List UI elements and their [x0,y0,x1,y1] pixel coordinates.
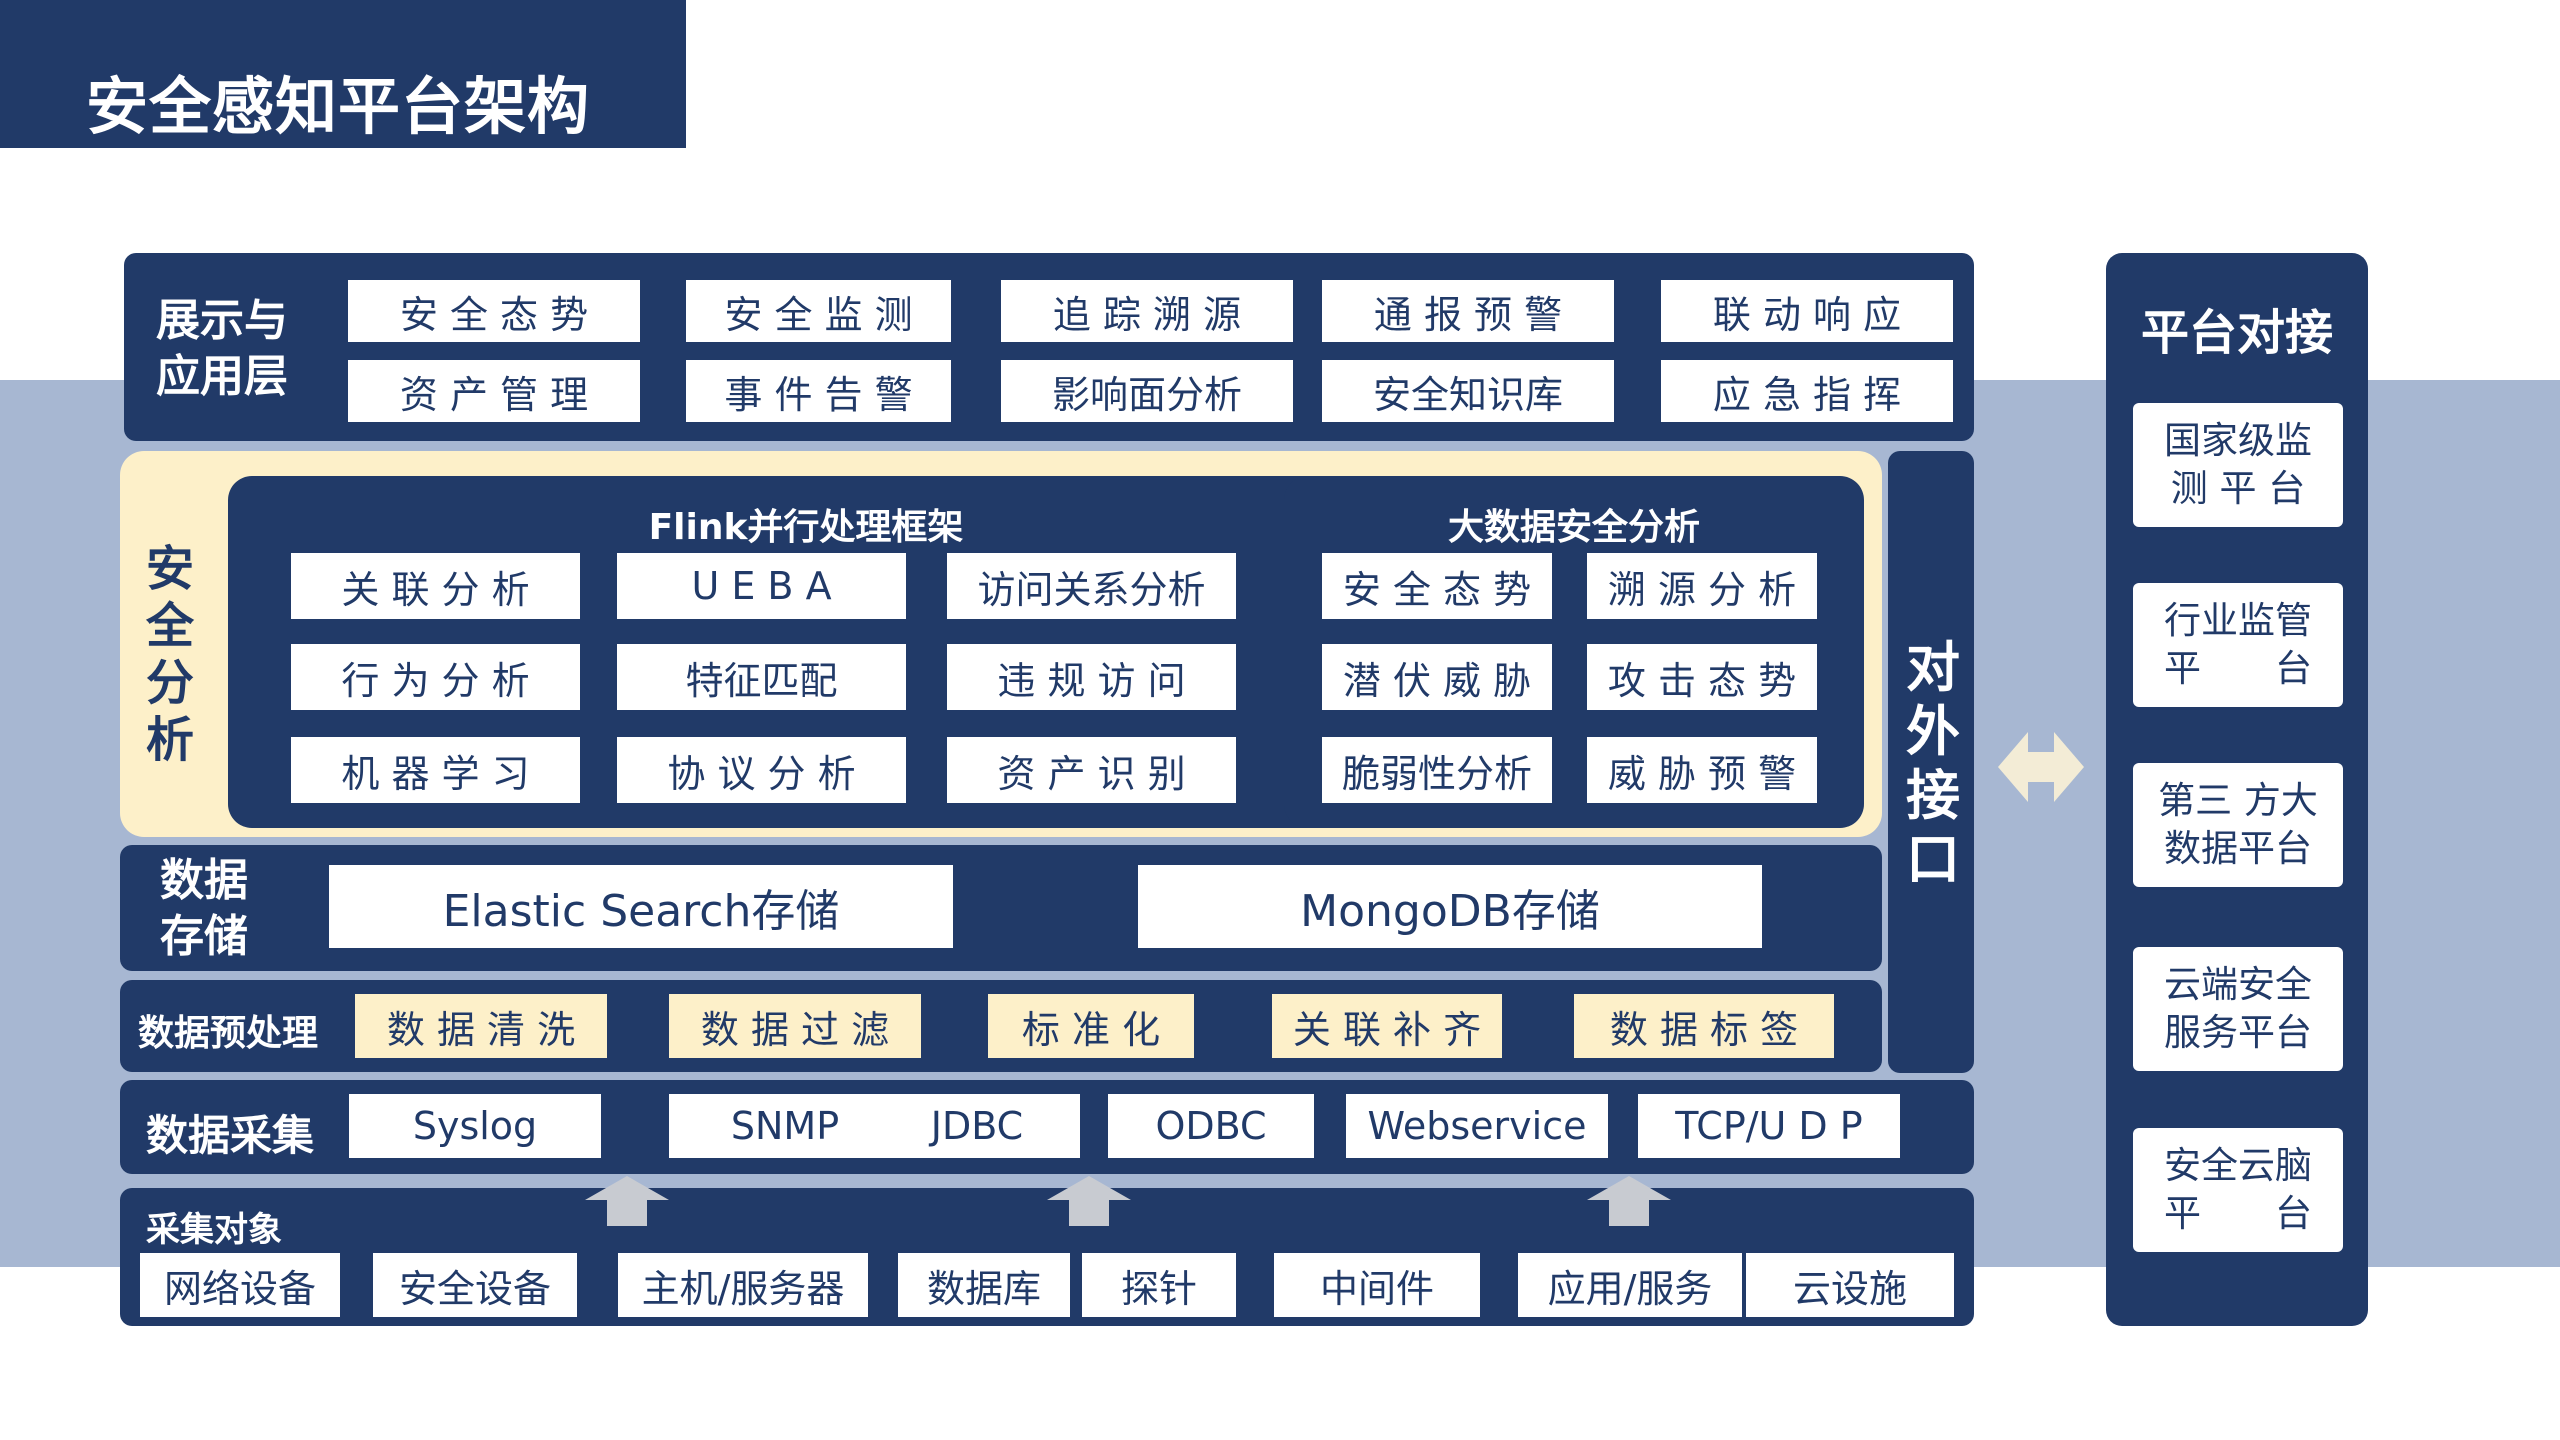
collection-item: ODBC [1108,1094,1314,1158]
bigdata-item: 安 全 态 势 [1322,553,1552,619]
display-layer-label: 展示与应用层 [156,295,288,402]
display-item: 安全知识库 [1322,360,1614,422]
flink-item: 特征匹配 [617,644,906,710]
collection-item: Webservice [1346,1094,1608,1158]
preprocess-item: 数 据 过 滤 [669,994,921,1058]
bigdata-panel: 大数据安全分析 安 全 态 势 溯 源 分 析 潜 伏 威 胁 攻 击 态 势 … [1284,476,1864,828]
flink-item: 关 联 分 析 [291,553,580,619]
platform-item: 安全云脑平 台 [2133,1128,2343,1252]
target-item: 云设施 [1746,1253,1954,1317]
target-item: 探针 [1082,1253,1236,1317]
bigdata-item: 攻 击 态 势 [1587,644,1817,710]
flink-panel: Flink并行处理框架 关 联 分 析 U E B A 访问关系分析 行 为 分… [228,476,1384,828]
targets-label: 采集对象 [146,1210,282,1250]
display-item: 安 全 监 测 [686,280,951,342]
platform-panel: 平台对接 国家级监测 平 台 行业监管平 台 第三 方大数据平台 云端安全服务平… [2106,253,2368,1326]
storage-panel: 数据存储 Elastic Search存储 MongoDB存储 [120,845,1882,971]
bigdata-item: 脆弱性分析 [1322,737,1552,803]
external-interface-label: 对外接口 [1906,636,1960,891]
storage-label: 数据存储 [160,855,248,962]
display-item: 资 产 管 理 [348,360,640,422]
preprocess-item: 关 联 补 齐 [1272,994,1502,1058]
collection-item: Syslog [349,1094,601,1158]
flink-item: 违 规 访 问 [947,644,1236,710]
up-arrow-icon [1047,1176,1131,1226]
flink-item: U E B A [617,553,906,619]
collection-item: TCP/U D P [1638,1094,1900,1158]
bigdata-item: 威 胁 预 警 [1587,737,1817,803]
storage-item: MongoDB存储 [1138,865,1762,948]
platform-item: 云端安全服务平台 [2133,947,2343,1071]
flink-item: 访问关系分析 [947,553,1236,619]
platform-label: 平台对接 [2140,305,2333,361]
target-item: 网络设备 [140,1253,340,1317]
display-item: 联 动 响 应 [1661,280,1953,342]
up-arrow-icon [585,1176,669,1226]
preprocess-item: 数 据 标 签 [1574,994,1834,1058]
target-item: 中间件 [1274,1253,1480,1317]
collection-item: JDBC [874,1094,1080,1158]
security-analysis-label: 安全分析 [146,541,195,768]
preprocess-label: 数据预处理 [138,1013,319,1054]
display-item: 应 急 指 挥 [1661,360,1953,422]
up-arrow-icon [1587,1176,1671,1226]
target-item: 安全设备 [373,1253,577,1317]
external-interface-panel: 对外接口 [1888,451,1974,1073]
title-banner: 安全感知平台架构 [0,0,686,148]
double-arrow-icon [1998,732,2084,802]
platform-item: 第三 方大数据平台 [2133,763,2343,887]
flink-item: 资 产 识 别 [947,737,1236,803]
flink-item: 机 器 学 习 [291,737,580,803]
collection-label: 数据采集 [146,1111,315,1160]
target-item: 数据库 [898,1253,1070,1317]
collection-item: SNMP [669,1094,901,1158]
flink-item: 行 为 分 析 [291,644,580,710]
page-title: 安全感知平台架构 [86,70,591,143]
preprocess-item: 数 据 清 洗 [355,994,607,1058]
platform-item: 国家级监测 平 台 [2133,403,2343,527]
display-item: 影响面分析 [1001,360,1293,422]
preprocess-panel: 数据预处理 数 据 清 洗 数 据 过 滤 标 准 化 关 联 补 齐 数 据 … [120,980,1882,1072]
target-item: 主机/服务器 [618,1253,868,1317]
bigdata-title: 大数据安全分析 [1447,507,1700,548]
target-item: 应用/服务 [1518,1253,1742,1317]
bigdata-item: 溯 源 分 析 [1587,553,1817,619]
preprocess-item: 标 准 化 [988,994,1194,1058]
display-item: 追 踪 溯 源 [1001,280,1293,342]
storage-item: Elastic Search存储 [329,865,953,948]
bigdata-item: 潜 伏 威 胁 [1322,644,1552,710]
security-analysis-panel: 安全分析 Flink并行处理框架 关 联 分 析 U E B A 访问关系分析 … [120,451,1882,837]
display-item: 事 件 告 警 [686,360,951,422]
platform-item: 行业监管平 台 [2133,583,2343,707]
display-item: 通 报 预 警 [1322,280,1614,342]
flink-title: Flink并行处理框架 [648,507,964,548]
flink-item: 协 议 分 析 [617,737,906,803]
display-layer-panel: 展示与应用层 安 全 态 势 安 全 监 测 追 踪 溯 源 通 报 预 警 联… [124,253,1974,441]
collection-panel: 数据采集 Syslog SNMP JDBC ODBC Webservice TC… [120,1080,1974,1174]
display-item: 安 全 态 势 [348,280,640,342]
targets-panel: 采集对象 网络设备 安全设备 主机/服务器 数据库 探针 中间件 应用/服务 云… [120,1188,1974,1326]
